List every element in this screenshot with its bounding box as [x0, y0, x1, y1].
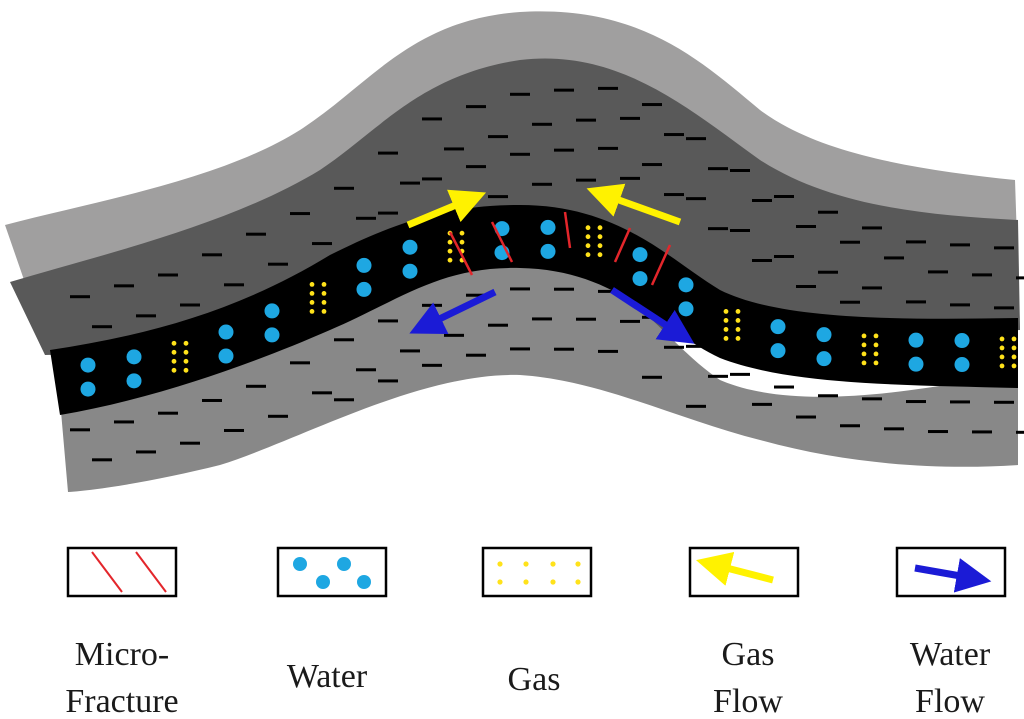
legend-label-water: Water [287, 658, 368, 695]
coal-seam [50, 205, 1018, 415]
legend-box-water-flow [895, 546, 1007, 598]
water-flow-arrow-left [409, 288, 497, 335]
gas-flow-arrow-right [586, 183, 682, 226]
legend-label-gas: Gas [508, 661, 561, 698]
lower-shale-layer [60, 255, 1018, 492]
water-droplets [80, 219, 970, 397]
legend-label-micro-fracture-line2: Fracture [65, 683, 178, 719]
legend-box-gas-flow [688, 546, 800, 598]
micro-fractures [448, 211, 672, 286]
legend-box-gas [481, 546, 593, 598]
legend-label-micro-fracture-line1: Micro- [75, 636, 169, 673]
legend-box-micro-fracture [66, 546, 178, 598]
legend-box-water [276, 546, 388, 598]
legend-label-gas-flow-line1: Gas [722, 636, 775, 673]
legend-label-gas-flow-line2: Flow [713, 683, 783, 719]
gas-dots [171, 225, 1017, 373]
legend-label-water-flow-line1: Water [910, 636, 991, 673]
shale-dash-marks [70, 86, 1024, 462]
water-flow-arrow-right [610, 287, 695, 344]
legend: Micro- Fracture Water Gas Gas Flow Water… [65, 546, 1007, 719]
legend-label-water-flow-line2: Flow [915, 683, 985, 719]
gas-flow-arrow-left [406, 189, 487, 229]
